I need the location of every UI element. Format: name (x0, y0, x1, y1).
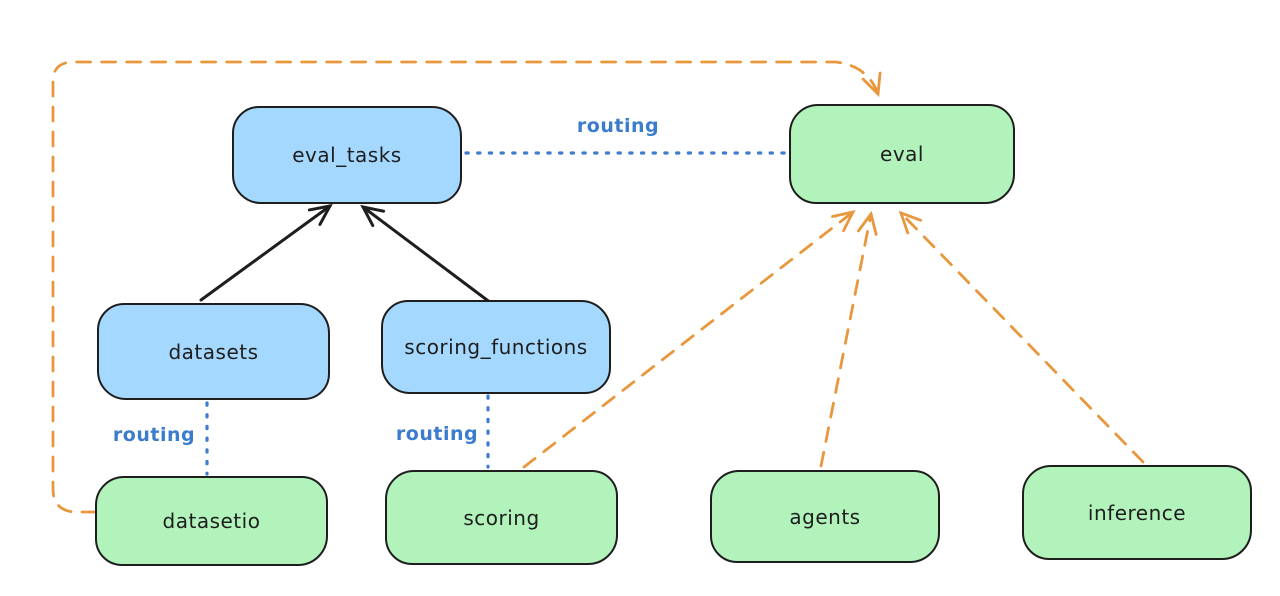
node-eval-label: eval (880, 142, 924, 166)
node-eval_tasks-label: eval_tasks (292, 143, 402, 167)
node-scoring_functions-label: scoring_functions (404, 335, 588, 359)
routing-label-eval_tasks-eval: routing (576, 115, 660, 137)
node-scoring-label: scoring (463, 505, 540, 530)
edge-agents-to-eval (819, 210, 878, 468)
node-datasetio: datasetio (95, 476, 328, 566)
node-eval: eval (789, 104, 1015, 204)
edge-scoring-to-eval (522, 209, 856, 469)
edge-datasets-to-eval_tasks (199, 203, 333, 302)
node-eval_tasks: eval_tasks (232, 106, 462, 204)
node-inference-label: inference (1087, 500, 1187, 525)
node-datasets-label: datasets (168, 339, 259, 364)
routing-label-scoring_functions-scoring: routing (395, 423, 479, 445)
node-datasets: datasets (97, 303, 330, 400)
node-agents: agents (710, 470, 940, 563)
node-scoring: scoring (385, 470, 618, 565)
edge-scoring_functions-to-eval_tasks (360, 204, 493, 305)
node-datasetio-label: datasetio (162, 509, 261, 533)
edge-inference-to-eval (898, 210, 1145, 464)
edge-datasetio-to-eval (51, 60, 882, 514)
node-scoring_functions: scoring_functions (381, 300, 611, 394)
node-agents-label: agents (789, 504, 861, 529)
routing-label-datasets-datasetio: routing (112, 424, 196, 446)
node-inference: inference (1022, 465, 1252, 560)
